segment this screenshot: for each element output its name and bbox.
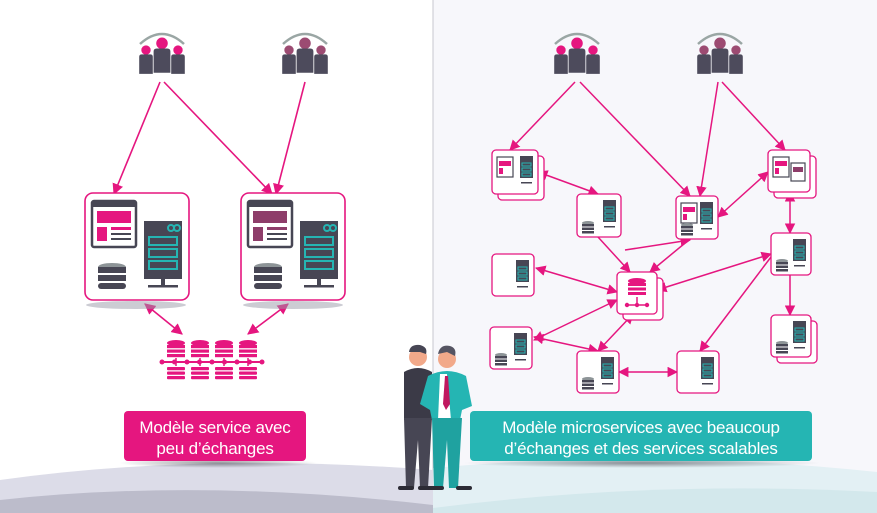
server-icon xyxy=(700,202,713,230)
microservices-label-line2: d’échanges et des services scalables xyxy=(504,439,778,458)
left-floor-wave-front xyxy=(0,490,433,513)
connection-arrow xyxy=(721,81,786,151)
server-icon xyxy=(603,200,616,228)
businessman-dark xyxy=(398,344,432,490)
businessman-teal xyxy=(420,345,472,490)
central-database-icon xyxy=(624,278,650,308)
database-icon xyxy=(681,223,693,236)
web-app-icon xyxy=(680,202,698,224)
connection-arrow xyxy=(699,256,772,352)
database-stack-icon xyxy=(239,340,257,380)
microservice-database xyxy=(616,271,664,321)
bus-node xyxy=(209,359,215,365)
bus-node xyxy=(159,359,165,365)
microservice-nodes xyxy=(489,149,818,394)
connection-arrow xyxy=(696,81,719,198)
microservices-model-label: Modèle microservices avec beaucoup d’éch… xyxy=(470,411,812,461)
server-icon xyxy=(514,333,527,361)
server-icon xyxy=(143,220,183,289)
right-label-shadow xyxy=(462,458,822,468)
bus-node xyxy=(172,359,177,365)
user-group-c xyxy=(554,32,600,74)
left-connections xyxy=(112,81,306,335)
connection-arrow xyxy=(537,170,599,196)
microservice-connections xyxy=(509,81,796,378)
monolith-service-b xyxy=(240,192,346,309)
microservice-db-server xyxy=(489,326,533,370)
database-stack-icon xyxy=(167,340,185,380)
user-group-d xyxy=(697,32,743,74)
microservice-web-server xyxy=(491,149,545,201)
server-icon xyxy=(516,260,529,288)
server-icon xyxy=(701,357,714,385)
microservice-server xyxy=(676,350,720,394)
connection-arrow xyxy=(655,251,773,293)
microservice-db-server xyxy=(770,232,812,276)
server-icon xyxy=(793,239,806,267)
connection-arrow xyxy=(534,265,619,295)
bus-node xyxy=(222,359,227,365)
bus-node xyxy=(234,359,240,365)
web-app-icon xyxy=(772,156,806,182)
microservice-db-server xyxy=(770,314,818,364)
connection-arrow xyxy=(532,333,600,355)
left-label-shadow xyxy=(118,458,318,468)
bus-node xyxy=(184,359,190,365)
connection-arrow xyxy=(579,81,691,197)
database-stack-icon xyxy=(215,340,233,380)
database-stack-icon xyxy=(191,340,209,380)
microservice-server xyxy=(491,253,535,297)
businessmen-illustration xyxy=(398,344,472,490)
database-icon xyxy=(776,259,788,272)
bus-node xyxy=(247,359,252,365)
user-group-a xyxy=(139,32,185,74)
bus-node xyxy=(259,359,265,365)
monolith-label-line2: peu d’échanges xyxy=(156,439,274,458)
server-icon xyxy=(299,220,339,289)
database-icon xyxy=(495,353,507,366)
group-arc-icon xyxy=(139,32,185,45)
bus-node xyxy=(197,359,202,365)
connection-arrow xyxy=(717,171,769,218)
connection-arrow xyxy=(509,81,576,151)
microservice-db-server xyxy=(576,193,622,238)
user-group-b xyxy=(282,32,328,74)
microservices-label-line1: Modèle microservices avec beaucoup xyxy=(502,418,780,437)
microservice-db-server xyxy=(576,350,620,394)
microservice-web xyxy=(767,149,817,199)
database-icon xyxy=(98,263,126,289)
microservice-web-db-server xyxy=(675,195,719,240)
connection-arrow xyxy=(624,236,692,251)
web-app-icon xyxy=(496,156,514,178)
database-icon xyxy=(254,263,282,289)
right-floor-wave-front xyxy=(433,488,877,513)
database-icon xyxy=(582,377,594,390)
connection-arrow xyxy=(597,236,631,273)
monolith-model-label: Modèle service avec peu d’échanges xyxy=(124,411,306,461)
database-icon xyxy=(776,341,788,354)
server-icon xyxy=(520,156,533,184)
shared-database-cluster xyxy=(159,340,265,380)
server-icon xyxy=(601,357,614,385)
server-icon xyxy=(793,321,806,349)
monolith-label-line1: Modèle service avec xyxy=(139,418,291,437)
connection-arrow xyxy=(533,299,618,341)
monolith-service-a xyxy=(84,192,190,309)
database-icon xyxy=(582,221,594,234)
